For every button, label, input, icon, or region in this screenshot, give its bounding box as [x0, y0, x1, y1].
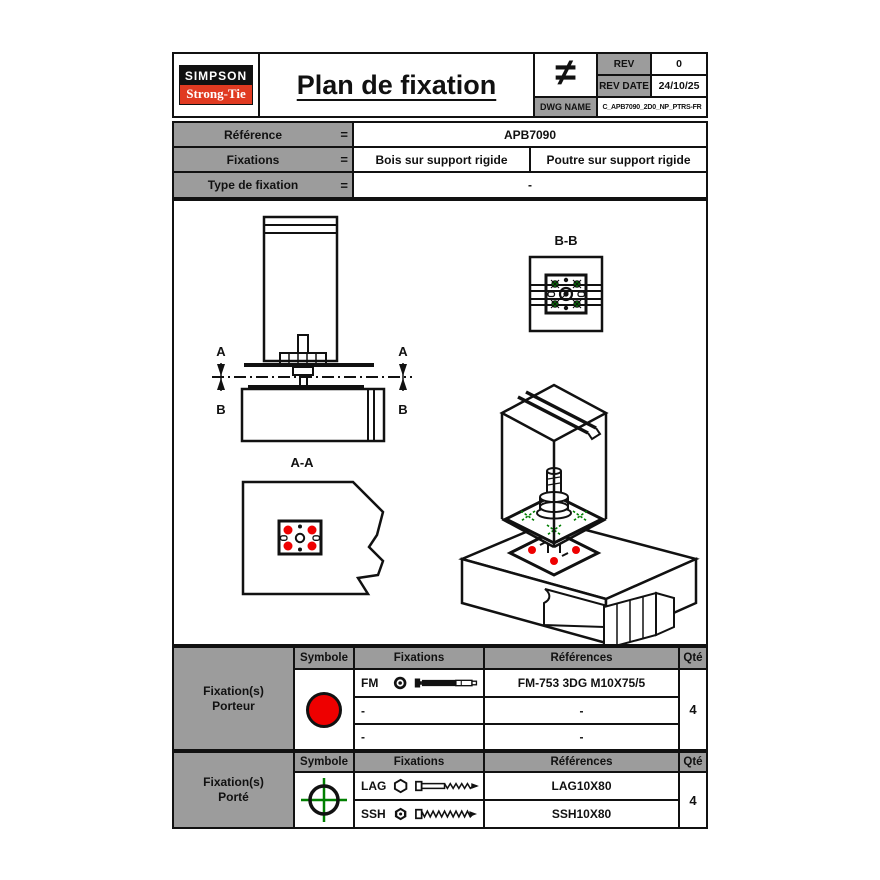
marker-a-right: A: [398, 344, 408, 359]
porte-qty: 4: [680, 773, 706, 827]
post-wireframe: [499, 383, 609, 549]
dwg-name-label: DWG NAME: [535, 98, 596, 116]
support-block: [458, 519, 700, 651]
logo-strongtie-text: Strong-Tie: [180, 85, 252, 104]
not-equal-icon: ≠: [535, 54, 596, 96]
lower-plate: [506, 529, 602, 577]
type-fixation-row-label: Type de fixation=: [174, 173, 352, 197]
rev-label: REV: [598, 54, 650, 74]
fixations-row-label: Fixations=: [174, 148, 352, 171]
marker-b-right: B: [398, 402, 407, 417]
bb-section-view: [528, 255, 604, 333]
fixation-row-empty-2: -: [355, 725, 483, 749]
front-view: [240, 215, 386, 443]
washer-icon: [393, 676, 407, 690]
porte-table: Fixation(s) Porté Symbole Fixations Réfé…: [172, 751, 708, 829]
empty-reference-1: -: [485, 698, 678, 723]
marker-a-left: A: [216, 344, 226, 359]
lag-code: LAG: [361, 779, 387, 793]
col-header-references: Références: [485, 753, 678, 771]
green-crosshair-symbol-icon: [301, 778, 347, 822]
col-header-references: Références: [485, 648, 678, 668]
section-aa-label: A-A: [290, 455, 314, 470]
drawing-area: A A B B B-B: [172, 199, 708, 651]
section-bb-label: B-B: [554, 233, 577, 248]
porteur-group-label: Fixation(s) Porteur: [174, 648, 293, 749]
ssh-reference: SSH10X80: [485, 801, 678, 827]
porteur-table: Fixation(s) Porteur Symbole Fixations Ré…: [172, 646, 708, 751]
fixation-row-lag: LAG: [355, 773, 483, 799]
rev-value: 0: [652, 54, 706, 74]
col-header-fixations: Fixations: [355, 648, 483, 668]
ssh-code: SSH: [361, 807, 386, 821]
col-header-symbole: Symbole: [295, 753, 353, 771]
crosshair-fastener-icons: [550, 279, 582, 309]
rev-date-value: 24/10/25: [652, 76, 706, 96]
section-cut-line: [212, 363, 412, 391]
porte-group-label: Fixation(s) Porté: [174, 753, 293, 827]
hex-washer-head-icon: [394, 807, 407, 821]
title-block: SIMPSON Strong-Tie Plan de fixation ≠ RE…: [172, 52, 708, 118]
fixation-row-fm: FM: [355, 670, 483, 696]
drawing-sheet: SIMPSON Strong-Tie Plan de fixation ≠ RE…: [172, 52, 708, 829]
fm-reference: FM-753 3DG M10X75/5: [485, 670, 678, 696]
marker-b-left: B: [216, 402, 225, 417]
wood-screw-icon: [415, 808, 478, 820]
col-header-qte: Qté: [680, 753, 706, 771]
dwg-name-value: C_APB7090_2D0_NP_PTRS-FR: [598, 98, 706, 116]
logo-simpson-text: SIMPSON: [180, 66, 252, 85]
empty-reference-2: -: [485, 725, 678, 749]
porte-symbol-cell: [295, 773, 353, 827]
brand-logo: SIMPSON Strong-Tie: [174, 54, 258, 116]
col-header-qte: Qté: [680, 648, 706, 668]
reference-value: APB7090: [354, 123, 706, 146]
drawing-canvas: A A B B B-B: [212, 215, 700, 651]
page-title: Plan de fixation: [260, 54, 533, 116]
reference-table: Référence= APB7090 Fixations= Bois sur s…: [172, 121, 708, 199]
porteur-symbol-cell: [295, 670, 353, 749]
fm-code: FM: [361, 676, 379, 690]
fixations-value-left: Bois sur support rigide: [354, 148, 529, 171]
hex-nut-icon: [393, 778, 408, 794]
porteur-qty: 4: [680, 670, 706, 749]
red-circle-symbol-icon: [306, 691, 342, 728]
reference-row-label: Référence=: [174, 123, 352, 146]
fixations-value-right: Poutre sur support rigide: [531, 148, 706, 171]
col-header-symbole: Symbole: [295, 648, 353, 668]
fixation-row-ssh: SSH: [355, 801, 483, 827]
type-fixation-value: -: [354, 173, 706, 197]
fixation-row-empty-1: -: [355, 698, 483, 723]
rev-date-label: REV DATE: [598, 76, 650, 96]
lag-screw-icon: [415, 780, 480, 792]
wedge-anchor-icon: [415, 678, 478, 688]
aa-section-view: [241, 480, 385, 596]
isometric-view: [458, 383, 700, 651]
anchor-fastener-icons: [283, 525, 317, 551]
lag-reference: LAG10X80: [485, 773, 678, 799]
col-header-fixations: Fixations: [355, 753, 483, 771]
